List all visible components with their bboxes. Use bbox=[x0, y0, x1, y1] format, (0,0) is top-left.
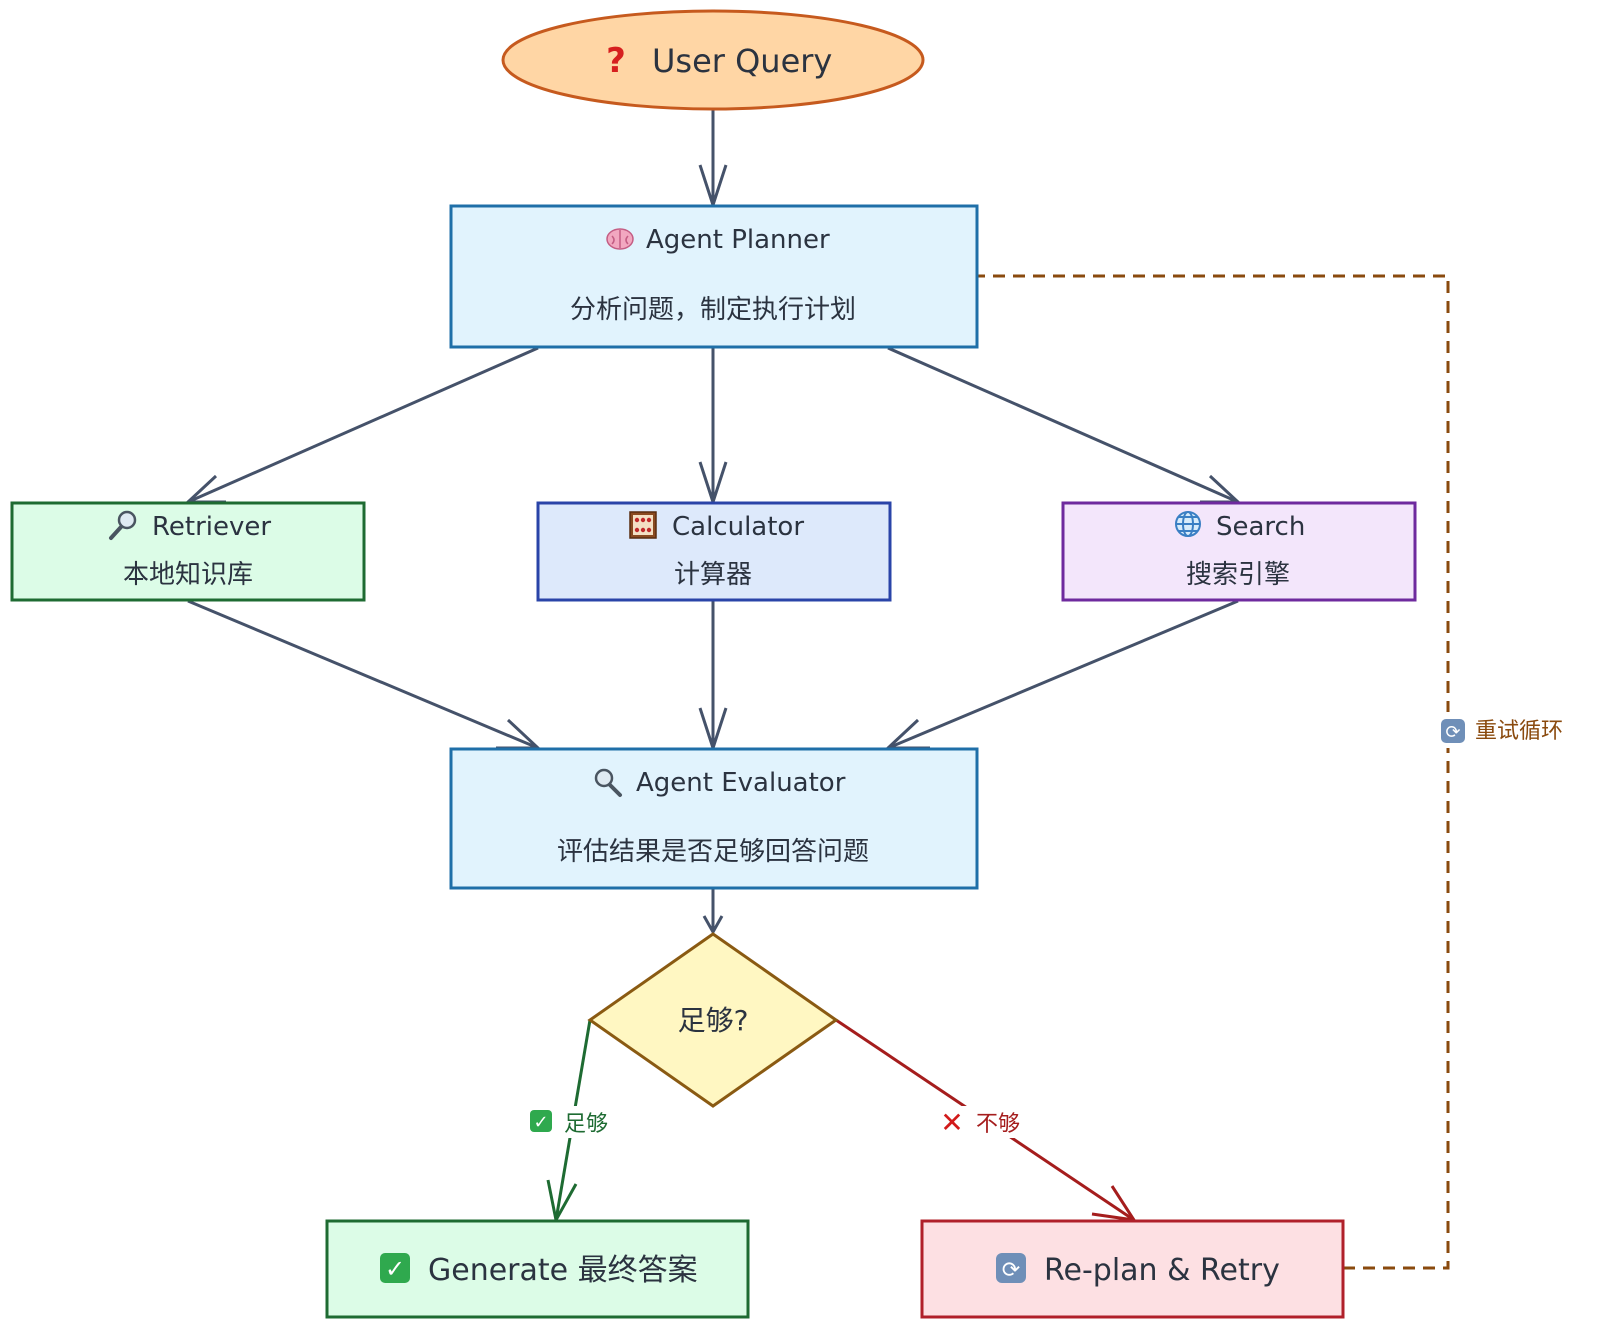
check-icon bbox=[530, 1110, 552, 1132]
generate-label: Generate 最终答案 bbox=[428, 1253, 698, 1288]
decision-shape bbox=[587, 932, 839, 1108]
search-box bbox=[1061, 501, 1417, 602]
edge-retry-loop bbox=[872, 274, 1450, 1270]
edge-label-retry-loop-text: 重试循环 bbox=[1475, 719, 1563, 744]
planner-box bbox=[449, 204, 979, 349]
check-icon-glyph: ✓ bbox=[533, 1112, 548, 1133]
node-agent-planner[interactable]: Agent Planner 分析问题，制定执行计划 bbox=[449, 204, 979, 349]
edge-search-to-evaluator bbox=[887, 599, 1239, 750]
search-subtitle: 搜索引擎 bbox=[1186, 560, 1290, 590]
node-generate[interactable]: ✓ Generate 最终答案 bbox=[325, 1219, 750, 1319]
edge-planner-to-search bbox=[887, 346, 1239, 504]
replan-box bbox=[920, 1219, 1345, 1319]
refresh-icon-glyph: ⟳ bbox=[1445, 722, 1460, 743]
node-decision[interactable]: 足够? bbox=[587, 932, 839, 1108]
user-query-label: User Query bbox=[652, 42, 832, 80]
retriever-subtitle: 本地知识库 bbox=[123, 560, 253, 590]
retriever-box bbox=[10, 501, 366, 602]
retriever-title: Retriever bbox=[152, 512, 271, 542]
edge-retriever-to-evaluator bbox=[187, 599, 539, 750]
evaluator-subtitle: 评估结果是否足够回答问题 bbox=[557, 837, 869, 867]
abacus-icon bbox=[629, 511, 657, 539]
arrowhead-decision bbox=[702, 915, 724, 936]
question-mark-icon: ? bbox=[606, 41, 626, 81]
node-user-query[interactable]: ? User Query bbox=[501, 9, 925, 111]
edge-label-not-enough: ✕ 不够 bbox=[934, 1106, 1026, 1139]
globe-icon bbox=[1175, 511, 1201, 537]
edge-replan-to-planner bbox=[872, 274, 1450, 1270]
brain-icon bbox=[606, 228, 634, 250]
decision-label: 足够? bbox=[678, 1004, 749, 1037]
edge-label-not-enough-text: 不够 bbox=[976, 1112, 1020, 1137]
edge-label-enough: ✓ 足够 bbox=[528, 1106, 608, 1138]
check-icon-glyph: ✓ bbox=[385, 1255, 405, 1283]
search-icon bbox=[594, 768, 622, 797]
search-title: Search bbox=[1216, 512, 1305, 542]
evaluator-box bbox=[449, 747, 979, 890]
replan-label: Re-plan & Retry bbox=[1044, 1253, 1280, 1288]
node-replan[interactable]: ⟳ Re-plan & Retry bbox=[920, 1219, 1345, 1319]
node-retriever[interactable]: Retriever 本地知识库 bbox=[10, 501, 366, 602]
node-search[interactable]: Search 搜索引擎 bbox=[1061, 501, 1417, 602]
cross-icon: ✕ bbox=[940, 1106, 963, 1139]
check-icon bbox=[380, 1253, 410, 1283]
refresh-icon bbox=[996, 1253, 1026, 1283]
calculator-box bbox=[536, 501, 892, 602]
edge-planner-to-retriever bbox=[187, 346, 539, 504]
node-agent-evaluator[interactable]: Agent Evaluator 评估结果是否足够回答问题 bbox=[449, 747, 979, 890]
edge-label-enough-text: 足够 bbox=[564, 1112, 608, 1137]
planner-title: Agent Planner bbox=[646, 225, 830, 255]
planner-subtitle: 分析问题，制定执行计划 bbox=[570, 295, 856, 325]
magnifier-icon bbox=[109, 510, 137, 540]
refresh-icon bbox=[1441, 719, 1465, 743]
calculator-title: Calculator bbox=[672, 512, 804, 542]
node-calculator[interactable]: Calculator 计算器 bbox=[536, 501, 892, 602]
calculator-subtitle: 计算器 bbox=[674, 560, 752, 590]
edge-label-retry-loop: ⟳ 重试循环 bbox=[1434, 712, 1584, 748]
refresh-icon-glyph: ⟳ bbox=[1002, 1258, 1020, 1283]
evaluator-title: Agent Evaluator bbox=[636, 768, 846, 798]
user-query-shape bbox=[501, 9, 925, 111]
